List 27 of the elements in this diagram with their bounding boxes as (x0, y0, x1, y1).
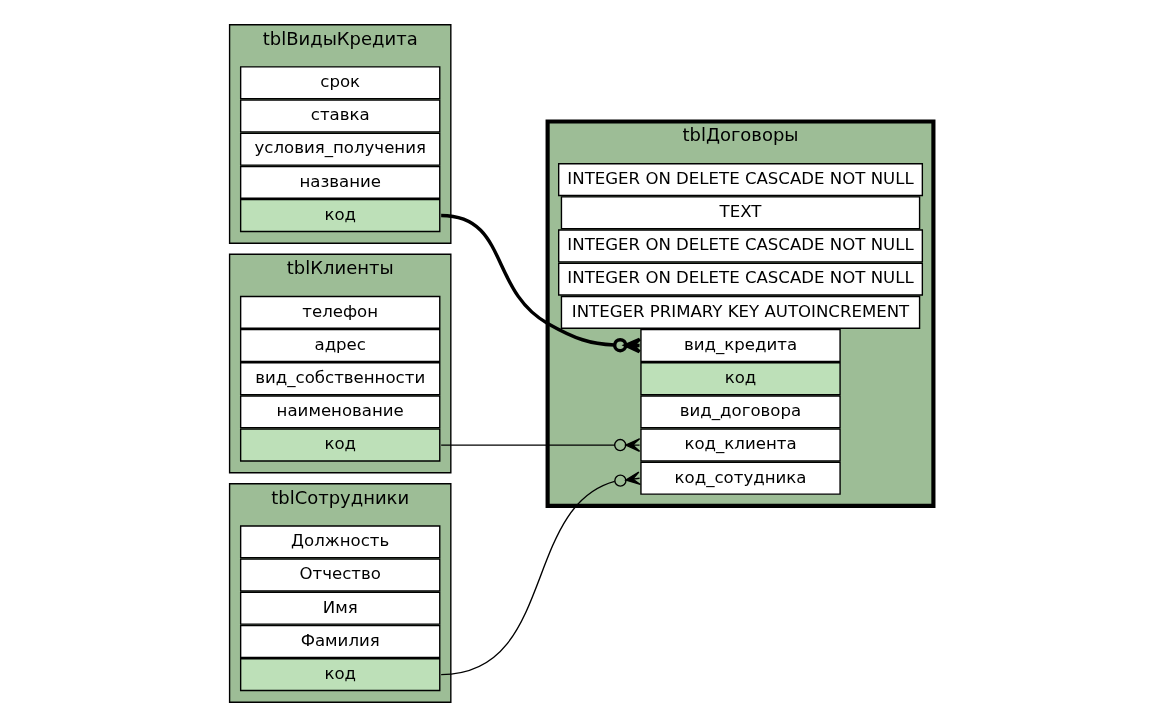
node-box: вид_кредита (639, 328, 841, 363)
node-box: Должность (239, 525, 440, 559)
node-box: адрес (239, 328, 440, 363)
connector (439, 471, 641, 676)
node-box: вид_собственности (239, 362, 440, 396)
node-box: срок (239, 66, 440, 100)
node-box: наименование (239, 395, 440, 429)
node-box: INTEGER ON DELETE CASCADE NOT NULL (557, 229, 923, 263)
node-box: INTEGER ON DELETE CASCADE NOT NULL (557, 163, 923, 197)
node-box: код_сотудника (639, 461, 841, 495)
node-box: Имя (239, 591, 440, 625)
node-box: телефон (239, 295, 440, 329)
node-box: название (239, 165, 440, 199)
connector (439, 438, 640, 452)
node-box: код_клиента (639, 428, 841, 462)
node-box: код (239, 658, 440, 692)
node-box: код (639, 362, 841, 396)
node-box: INTEGER PRIMARY KEY AUTOINCREMENT (560, 295, 920, 329)
node-box: условия_получения (239, 132, 440, 166)
node-box: INTEGER ON DELETE CASCADE NOT NULL (557, 262, 923, 296)
node-box: Фамилия (239, 624, 440, 659)
node-box: код (239, 198, 440, 233)
node-box: ставка (239, 99, 440, 133)
node-box: вид_договора (639, 395, 841, 429)
node-box: Отчество (239, 558, 440, 592)
node-box: код (239, 428, 440, 462)
node-box: TEXT (560, 196, 920, 230)
